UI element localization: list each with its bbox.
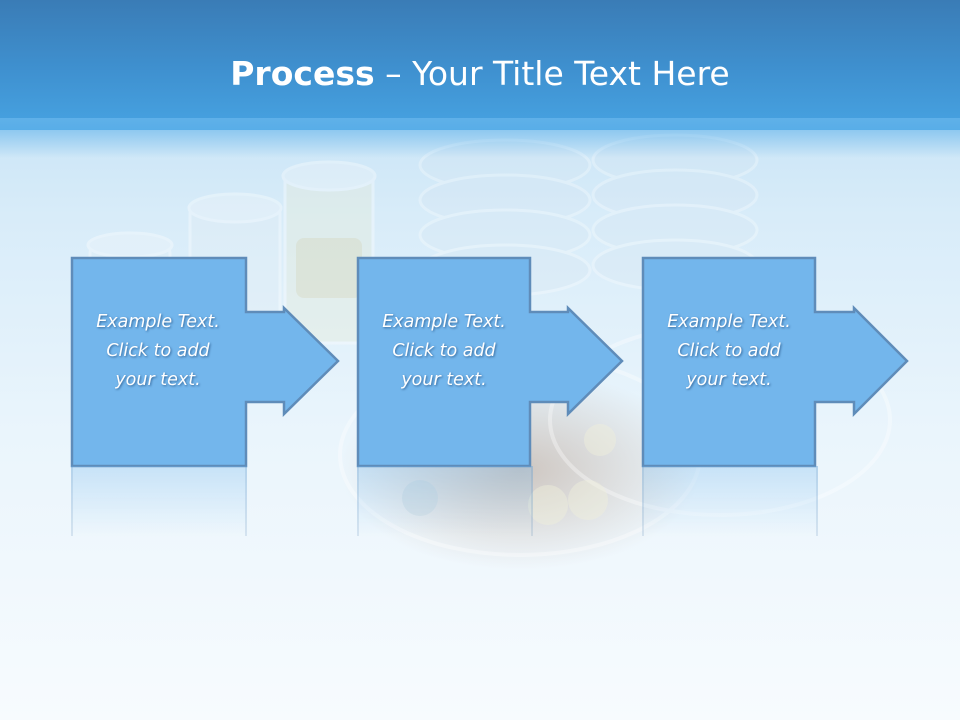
- step-reflection: [71, 466, 247, 536]
- step-text[interactable]: Example Text. Click to add your text.: [74, 308, 242, 395]
- step-line: Click to add: [677, 341, 781, 361]
- step-reflection: [642, 466, 818, 536]
- step-line: your text.: [686, 370, 772, 390]
- process-step-2[interactable]: Example Text. Click to add your text.: [356, 256, 626, 468]
- arrow-right-icon: [356, 256, 624, 468]
- step-line: Example Text.: [382, 312, 506, 332]
- step-text[interactable]: Example Text. Click to add your text.: [360, 308, 528, 395]
- step-text[interactable]: Example Text. Click to add your text.: [645, 308, 813, 395]
- arrow-right-icon: [641, 256, 909, 468]
- title-rest: – Your Title Text Here: [374, 54, 730, 93]
- process-step-1[interactable]: Example Text. Click to add your text.: [70, 256, 340, 468]
- process-step-3[interactable]: Example Text. Click to add your text.: [641, 256, 911, 468]
- header-band: [0, 0, 960, 130]
- step-line: your text.: [401, 370, 487, 390]
- step-line: Click to add: [106, 341, 210, 361]
- step-line: Example Text.: [96, 312, 220, 332]
- step-line: Example Text.: [667, 312, 791, 332]
- step-line: Click to add: [392, 341, 496, 361]
- step-reflection: [357, 466, 533, 536]
- arrow-right-icon: [70, 256, 340, 468]
- header-fade: [0, 118, 960, 158]
- step-line: your text.: [115, 370, 201, 390]
- title-bold: Process: [230, 54, 375, 93]
- slide-title[interactable]: Process – Your Title Text Here: [0, 52, 960, 96]
